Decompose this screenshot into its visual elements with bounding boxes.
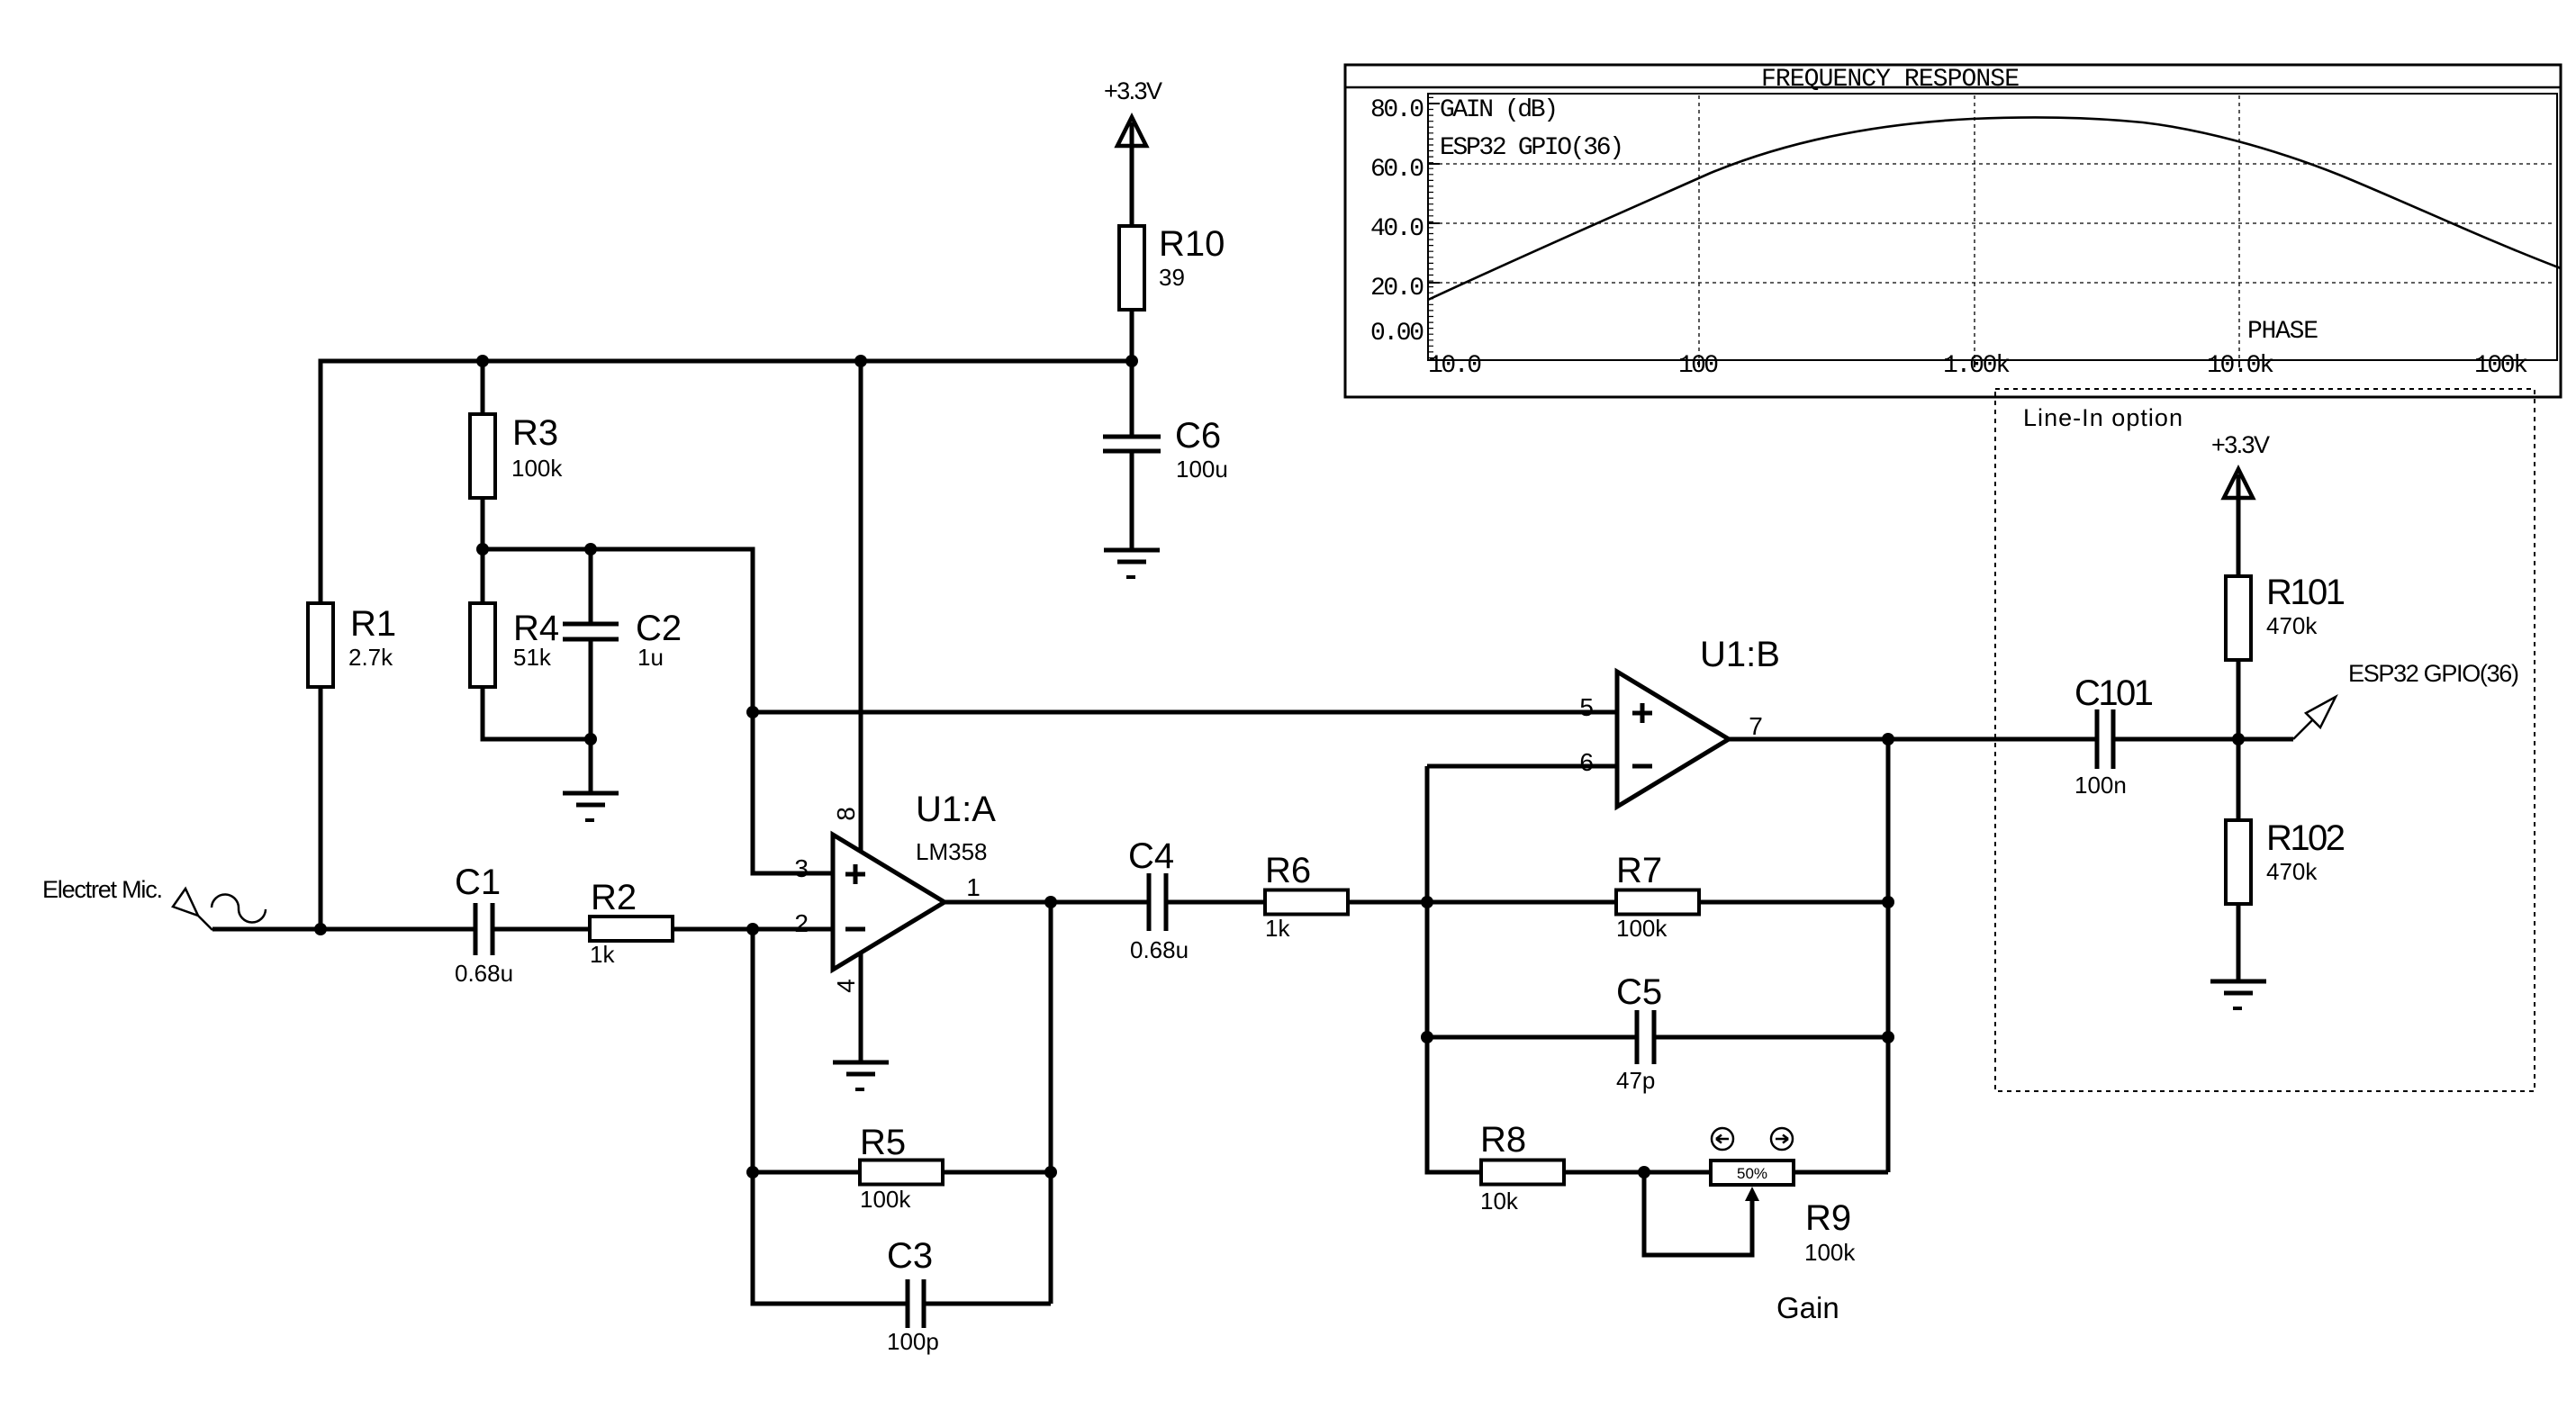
svg-text:1.00k: 1.00k bbox=[1943, 352, 2011, 380]
svg-text:1: 1 bbox=[966, 873, 981, 901]
svg-text:C3: C3 bbox=[887, 1236, 933, 1276]
svg-text:R4: R4 bbox=[513, 609, 559, 648]
svg-text:C2: C2 bbox=[636, 609, 682, 648]
svg-text:U1:A: U1:A bbox=[916, 790, 996, 829]
svg-text:6: 6 bbox=[1579, 748, 1594, 776]
svg-text:0.68u: 0.68u bbox=[455, 960, 513, 987]
svg-text:R101: R101 bbox=[2266, 573, 2346, 612]
svg-text:R5: R5 bbox=[860, 1123, 906, 1162]
svg-text:C4: C4 bbox=[1128, 836, 1174, 876]
svg-text:+3.3V: +3.3V bbox=[1104, 77, 1162, 104]
svg-text:C101: C101 bbox=[2074, 673, 2154, 713]
svg-text:Line-In option: Line-In option bbox=[2023, 404, 2183, 431]
svg-text:R6: R6 bbox=[1265, 851, 1311, 890]
svg-text:LM358: LM358 bbox=[916, 838, 988, 865]
svg-text:20.0: 20.0 bbox=[1370, 275, 1424, 303]
svg-text:60.0: 60.0 bbox=[1370, 156, 1424, 184]
svg-text:40.0: 40.0 bbox=[1370, 215, 1424, 243]
svg-text:1k: 1k bbox=[590, 941, 615, 968]
svg-text:1k: 1k bbox=[1265, 915, 1290, 942]
svg-text:470k: 470k bbox=[2266, 858, 2318, 885]
svg-text:7: 7 bbox=[1749, 712, 1763, 740]
svg-text:R3: R3 bbox=[512, 413, 558, 453]
svg-text:+3.3V: +3.3V bbox=[2211, 431, 2270, 458]
svg-text:R102: R102 bbox=[2266, 818, 2346, 858]
svg-text:100k: 100k bbox=[860, 1186, 911, 1213]
svg-text:100k: 100k bbox=[2474, 352, 2528, 380]
svg-text:R1: R1 bbox=[350, 604, 396, 644]
svg-text:PHASE: PHASE bbox=[2247, 318, 2318, 346]
svg-text:100k: 100k bbox=[1804, 1239, 1856, 1266]
svg-text:8: 8 bbox=[832, 807, 860, 821]
svg-text:FREQUENCY RESPONSE: FREQUENCY RESPONSE bbox=[1761, 66, 2020, 94]
svg-text:470k: 470k bbox=[2266, 612, 2318, 639]
svg-text:100p: 100p bbox=[887, 1328, 939, 1355]
svg-text:3: 3 bbox=[794, 854, 809, 882]
svg-text:R7: R7 bbox=[1616, 851, 1662, 890]
svg-text:C5: C5 bbox=[1616, 972, 1662, 1012]
svg-text:47p: 47p bbox=[1616, 1067, 1655, 1094]
svg-text:100: 100 bbox=[1678, 352, 1719, 380]
svg-text:C1: C1 bbox=[455, 863, 501, 902]
svg-text:51k: 51k bbox=[513, 644, 552, 671]
svg-text:100k: 100k bbox=[1616, 915, 1668, 942]
svg-text:ESP32 GPIO(36): ESP32 GPIO(36) bbox=[2348, 660, 2519, 687]
svg-text:U1:B: U1:B bbox=[1700, 635, 1780, 674]
svg-text:GAIN (dB): GAIN (dB) bbox=[1440, 96, 1559, 124]
svg-text:39: 39 bbox=[1159, 264, 1185, 291]
svg-text:10.0: 10.0 bbox=[1428, 352, 1482, 380]
svg-text:0.68u: 0.68u bbox=[1130, 936, 1189, 963]
svg-text:R10: R10 bbox=[1159, 224, 1225, 264]
svg-text:Electret Mic.: Electret Mic. bbox=[42, 876, 163, 903]
svg-text:100k: 100k bbox=[511, 455, 563, 482]
svg-text:50%: 50% bbox=[1737, 1165, 1767, 1182]
svg-text:ESP32 GPIO(36): ESP32 GPIO(36) bbox=[1440, 134, 1624, 162]
svg-text:2.7k: 2.7k bbox=[348, 644, 393, 671]
svg-text:R2: R2 bbox=[591, 878, 637, 917]
svg-text:100u: 100u bbox=[1176, 456, 1228, 483]
svg-text:80.0: 80.0 bbox=[1370, 96, 1424, 124]
svg-text:R8: R8 bbox=[1480, 1120, 1526, 1160]
svg-text:5: 5 bbox=[1579, 693, 1594, 721]
svg-text:Gain: Gain bbox=[1776, 1291, 1839, 1324]
svg-text:4: 4 bbox=[832, 979, 860, 993]
svg-text:C6: C6 bbox=[1175, 416, 1221, 456]
svg-text:100n: 100n bbox=[2074, 772, 2127, 799]
svg-text:R9: R9 bbox=[1805, 1198, 1851, 1238]
svg-text:10k: 10k bbox=[1480, 1188, 1519, 1215]
svg-text:1u: 1u bbox=[637, 644, 664, 671]
svg-text:2: 2 bbox=[794, 909, 809, 937]
svg-text:10.0k: 10.0k bbox=[2207, 352, 2274, 380]
svg-text:0.00: 0.00 bbox=[1370, 320, 1424, 348]
